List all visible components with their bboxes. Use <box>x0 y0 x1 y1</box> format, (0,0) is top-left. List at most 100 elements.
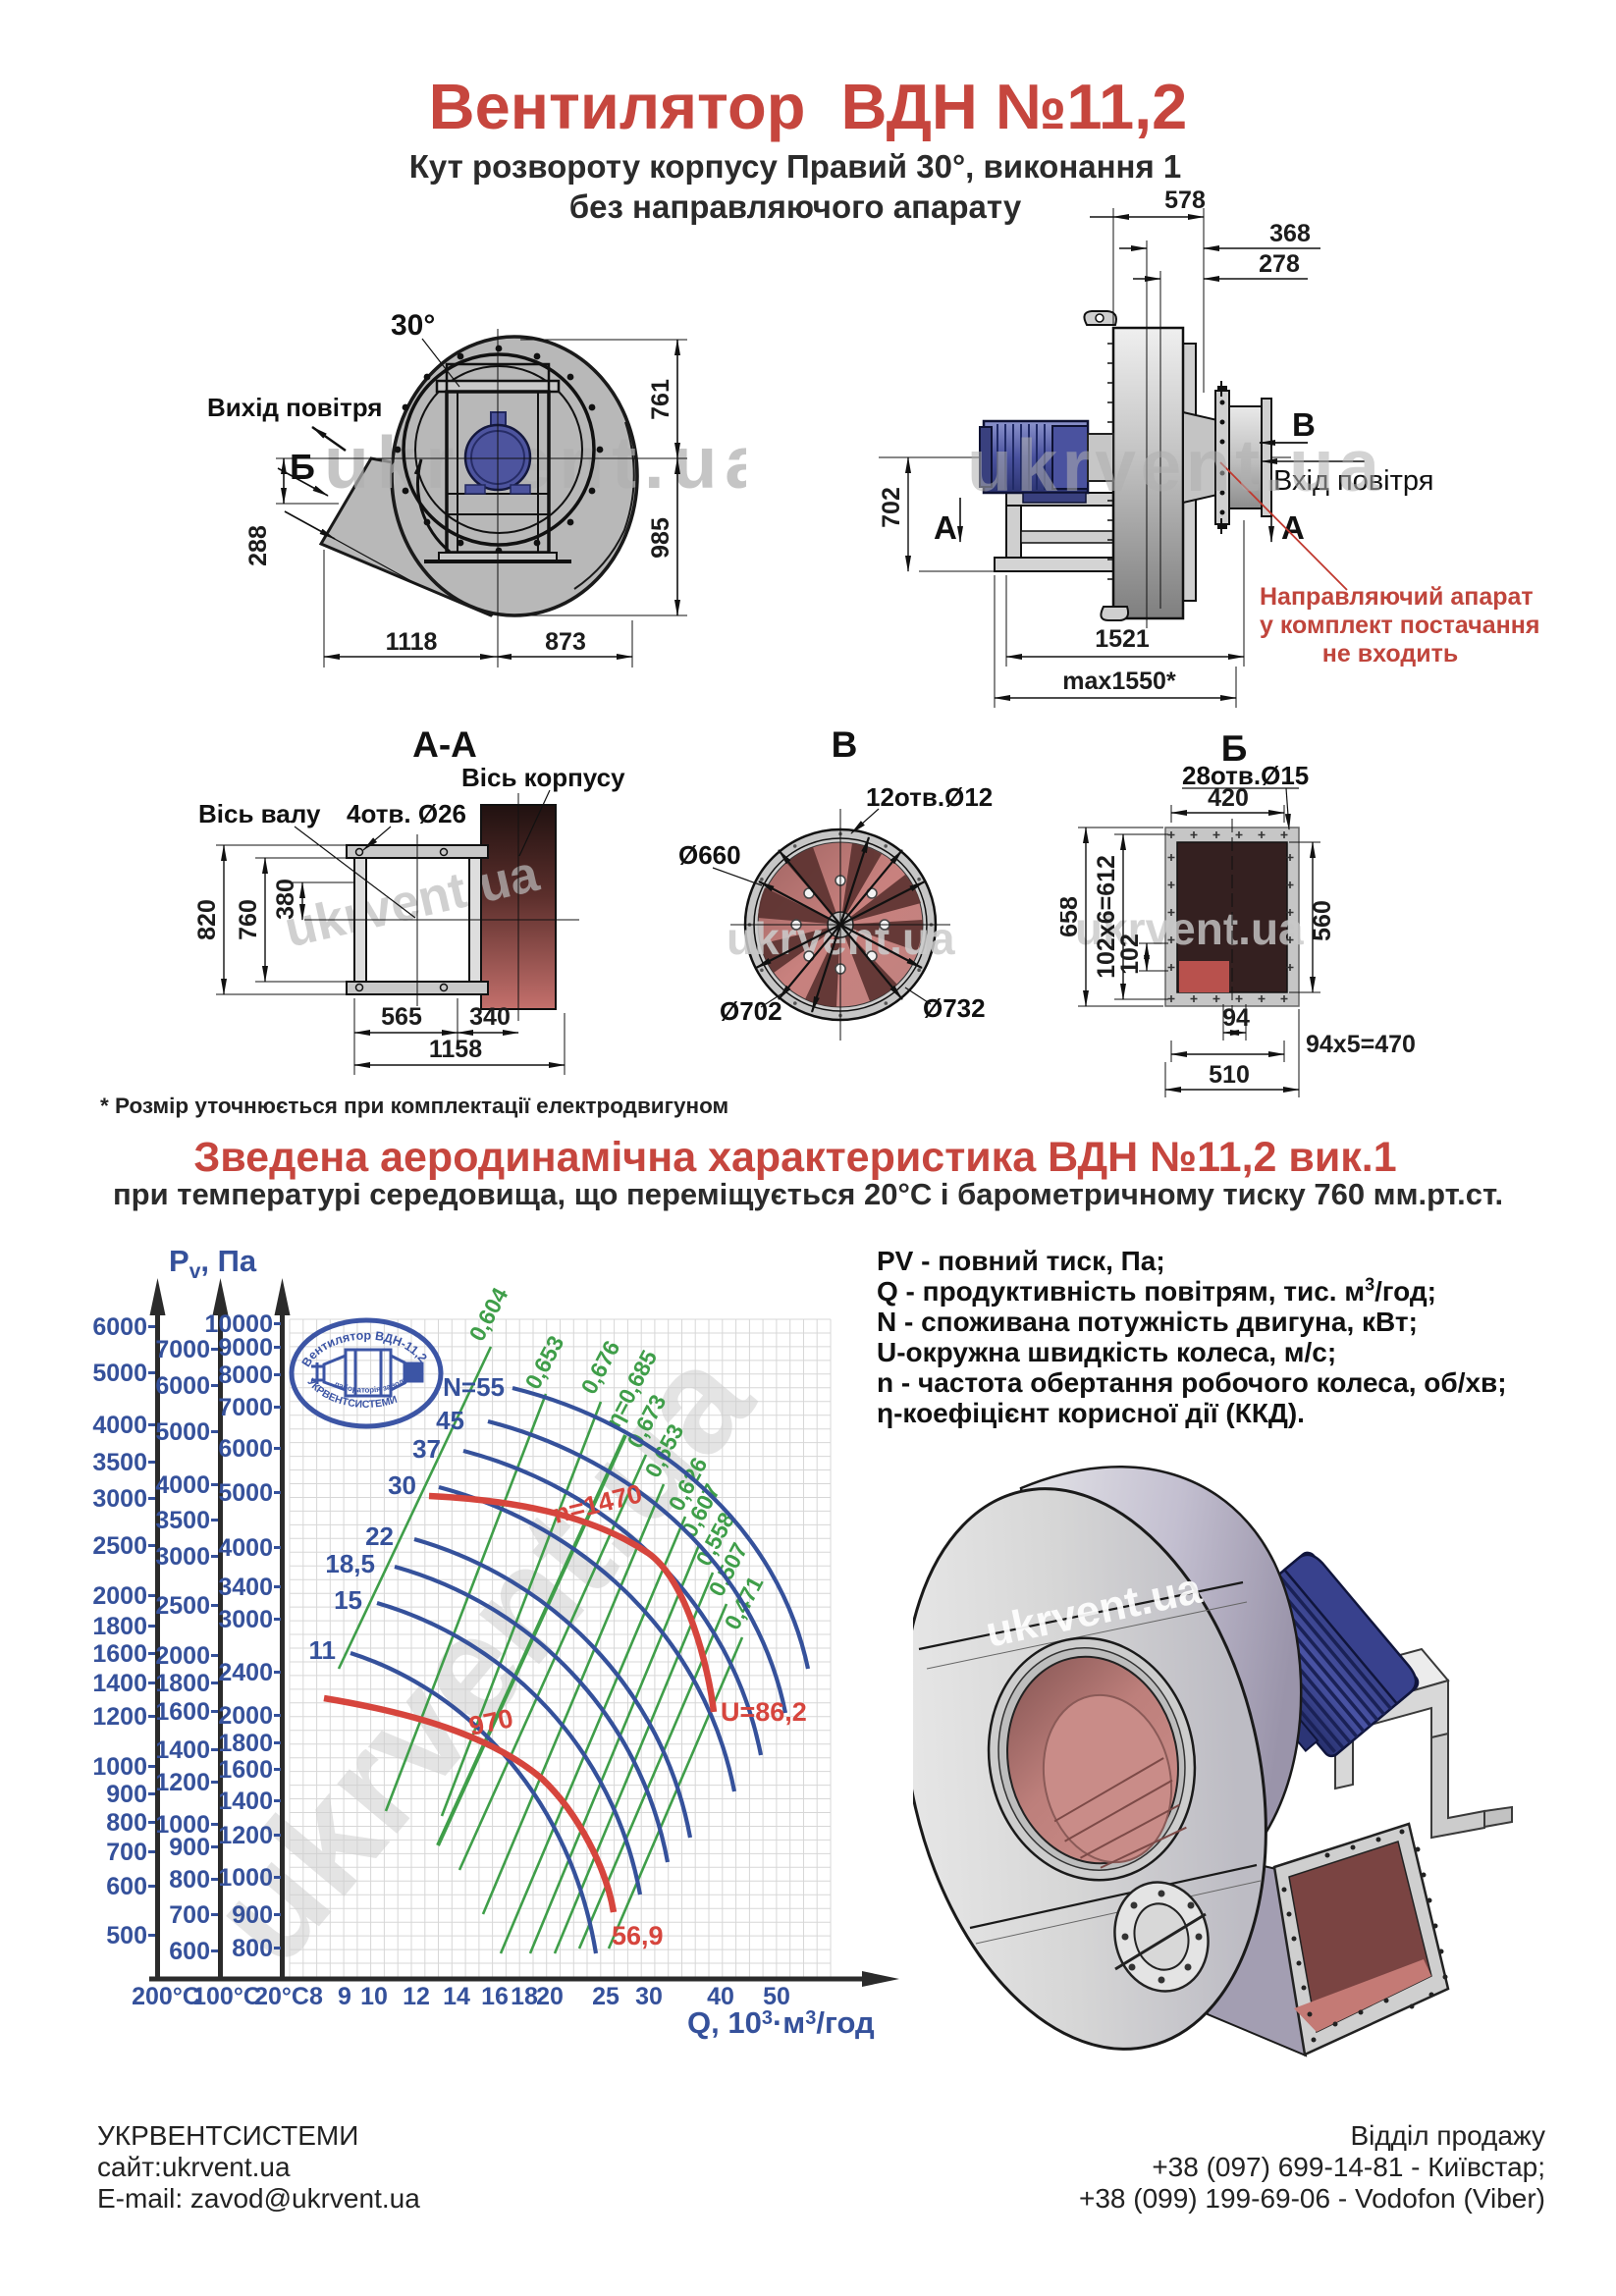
svg-text:368: 368 <box>1269 220 1311 247</box>
svg-text:1600: 1600 <box>92 1640 147 1668</box>
svg-text:12отв.Ø12: 12отв.Ø12 <box>866 782 993 812</box>
svg-text:15: 15 <box>334 1585 362 1615</box>
svg-text:102x6=612: 102x6=612 <box>1093 855 1120 979</box>
svg-text:max1550*: max1550* <box>1062 667 1176 695</box>
svg-text:25: 25 <box>592 1983 619 2010</box>
svg-text:1600: 1600 <box>218 1756 273 1784</box>
svg-text:900: 900 <box>232 1901 273 1929</box>
svg-text:0,653: 0,653 <box>519 1331 568 1393</box>
svg-text:30: 30 <box>635 1983 663 2010</box>
svg-text:1158: 1158 <box>429 1036 482 1063</box>
svg-text:40: 40 <box>707 1983 734 2010</box>
svg-text:7000: 7000 <box>218 1394 273 1421</box>
svg-text:10000: 10000 <box>204 1310 273 1338</box>
svg-text:11: 11 <box>309 1635 337 1665</box>
svg-text:10: 10 <box>360 1983 388 2010</box>
svg-text:1118: 1118 <box>386 628 438 656</box>
svg-text:2000: 2000 <box>155 1642 210 1670</box>
svg-text:340: 340 <box>469 1003 511 1031</box>
svg-text:1000: 1000 <box>155 1811 210 1839</box>
svg-text:600: 600 <box>169 1938 210 1965</box>
svg-text:6000: 6000 <box>218 1435 273 1463</box>
svg-text:700: 700 <box>169 1901 210 1929</box>
svg-text:1200: 1200 <box>218 1822 273 1849</box>
svg-text:5000: 5000 <box>92 1360 147 1387</box>
svg-text:900: 900 <box>106 1781 147 1808</box>
svg-text:14: 14 <box>443 1983 470 2010</box>
svg-text:9000: 9000 <box>218 1334 273 1362</box>
svg-text:700: 700 <box>106 1839 147 1866</box>
svg-text:578: 578 <box>1164 187 1206 214</box>
svg-text:3500: 3500 <box>92 1449 147 1476</box>
svg-text:А: А <box>1281 509 1305 546</box>
svg-text:16: 16 <box>481 1983 509 2010</box>
svg-text:1521: 1521 <box>1095 625 1150 653</box>
svg-text:380: 380 <box>272 879 299 920</box>
svg-text:6000: 6000 <box>92 1313 147 1341</box>
svg-text:7000: 7000 <box>155 1336 210 1363</box>
svg-text:ukrvent.ua: ukrvent.ua <box>967 424 1380 507</box>
svg-text:560: 560 <box>1309 900 1336 941</box>
svg-text:94x5=470: 94x5=470 <box>1306 1031 1416 1058</box>
svg-text:800: 800 <box>169 1866 210 1894</box>
svg-text:50: 50 <box>763 1983 790 2010</box>
svg-text:4000: 4000 <box>218 1534 273 1562</box>
svg-text:420: 420 <box>1208 784 1249 812</box>
svg-text:56,9: 56,9 <box>612 1921 664 1950</box>
svg-text:102: 102 <box>1116 934 1144 975</box>
svg-text:12: 12 <box>403 1983 430 2010</box>
svg-text:600: 600 <box>106 1873 147 1900</box>
svg-text:Ø702: Ø702 <box>720 996 782 1026</box>
svg-text:18,5: 18,5 <box>325 1549 375 1578</box>
svg-text:3400: 3400 <box>218 1574 273 1601</box>
svg-text:6000: 6000 <box>155 1372 210 1400</box>
svg-text:5000: 5000 <box>155 1418 210 1446</box>
svg-text:2000: 2000 <box>92 1582 147 1610</box>
svg-text:Вісь валу: Вісь валу <box>198 799 321 828</box>
svg-text:20°C: 20°C <box>254 1983 309 2010</box>
svg-text:278: 278 <box>1259 250 1300 278</box>
svg-text:702: 702 <box>878 487 905 528</box>
svg-text:288: 288 <box>244 525 272 566</box>
svg-text:820: 820 <box>193 899 221 940</box>
svg-text:Вихід повітря: Вихід повітря <box>207 393 382 422</box>
svg-text:800: 800 <box>232 1935 273 1962</box>
svg-text:Вхід повітря: Вхід повітря <box>1273 465 1433 497</box>
svg-text:1600: 1600 <box>155 1698 210 1726</box>
svg-text:94: 94 <box>1222 1004 1250 1032</box>
svg-text:1800: 1800 <box>155 1670 210 1697</box>
svg-text:4000: 4000 <box>155 1471 210 1499</box>
svg-text:18: 18 <box>511 1983 538 2010</box>
svg-text:3500: 3500 <box>155 1507 210 1534</box>
svg-text:N=55: N=55 <box>443 1372 505 1402</box>
svg-text:2500: 2500 <box>155 1592 210 1620</box>
svg-text:8000: 8000 <box>218 1362 273 1389</box>
svg-text:1400: 1400 <box>92 1670 147 1697</box>
svg-text:5000: 5000 <box>218 1479 273 1507</box>
svg-text:500: 500 <box>106 1922 147 1949</box>
svg-text:Pv, Па: Pv, Па <box>169 1244 257 1283</box>
svg-text:658: 658 <box>1060 896 1083 937</box>
svg-text:45: 45 <box>436 1406 464 1435</box>
svg-text:1000: 1000 <box>218 1864 273 1892</box>
svg-text:Ø732: Ø732 <box>923 993 986 1023</box>
svg-text:100°C: 100°C <box>192 1983 261 2010</box>
svg-text:1200: 1200 <box>92 1703 147 1731</box>
svg-text:2400: 2400 <box>218 1659 273 1686</box>
svg-text:760: 760 <box>235 899 262 940</box>
svg-text:1400: 1400 <box>155 1736 210 1764</box>
svg-text:22: 22 <box>365 1522 394 1551</box>
svg-text:3000: 3000 <box>155 1543 210 1571</box>
svg-text:985: 985 <box>647 517 674 559</box>
svg-text:30°: 30° <box>391 309 435 342</box>
svg-text:Б: Б <box>290 447 315 487</box>
svg-text:3000: 3000 <box>92 1485 147 1513</box>
svg-text:510: 510 <box>1209 1061 1250 1089</box>
svg-text:1000: 1000 <box>92 1753 147 1781</box>
svg-text:2500: 2500 <box>92 1532 147 1560</box>
svg-text:1800: 1800 <box>218 1730 273 1757</box>
svg-text:1200: 1200 <box>155 1769 210 1796</box>
svg-text:4000: 4000 <box>92 1412 147 1439</box>
svg-text:2000: 2000 <box>218 1702 273 1730</box>
svg-text:4отв. Ø26: 4отв. Ø26 <box>347 799 466 828</box>
